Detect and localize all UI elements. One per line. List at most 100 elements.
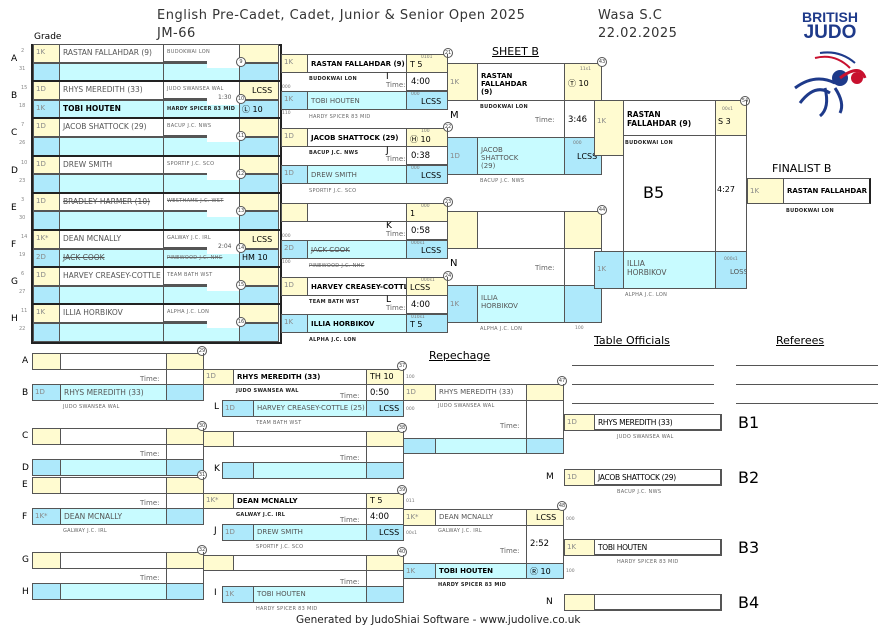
grade-text: 1K* [406,513,419,521]
competitor-name: HARVEY CREASEY-COTTLE (25) [257,404,365,412]
competitor-name-cell[interactable]: JACK COOK [59,248,164,268]
seed-number: 22 [19,326,26,333]
pool-row-label: D [11,165,18,176]
competitor-name-cell[interactable]: RASTAN FALLAHDAR (9) [307,54,407,73]
competitor-name-cell[interactable]: JACOB SHATTOCK (29) [477,137,565,175]
competitor-name-cell[interactable]: DEAN MCNALLY [59,230,164,249]
competitor-name-cell[interactable] [59,62,164,82]
competitor-name-cell[interactable]: TOBI HOUTEN [253,586,367,603]
competitor-name-cell[interactable]: JACOB SHATTOCK (29) [594,469,722,486]
competitor-name-cell[interactable]: TOBI HOUTEN [594,539,722,556]
score-code: 011 [406,499,415,504]
competitor-name-cell[interactable] [59,285,164,305]
score-code: 0101 [421,55,433,60]
score-text: LCSS [421,97,442,106]
competitor-name-cell[interactable]: JACOB SHATTOCK (29) [307,128,407,147]
competitor-name-cell[interactable]: RHYS MEREDITH (33) [60,384,167,401]
connector-line [163,321,207,323]
competitor-name-cell[interactable]: DEAN MCNALLY [435,509,527,526]
competitor-name-cell[interactable]: DEAN MCNALLY [233,493,367,509]
club-text: ALPHA J.C. LON [167,309,210,316]
club-text: BACUP J.C. NWS [309,150,359,156]
competitor-name-cell[interactable]: HARVEY CREASEY-COTTLE (25) [253,400,367,417]
semi-name2[interactable]: ILLIA HORBIKOV [623,251,716,289]
grade-cell: 1D [564,469,595,486]
competitor-name-cell[interactable]: RHYS MEREDITH (33) [435,384,527,401]
competitor-name-cell[interactable] [59,174,164,193]
competitor-name-cell[interactable]: DREW SMITH [59,155,164,175]
competitor-name-cell[interactable]: RHYS MEREDITH (33) [59,81,164,100]
competitor-name-cell[interactable]: HARVEY CREASEY-COTTLE (25) [307,277,407,296]
grade-cell: 1D [403,384,436,401]
official-line[interactable] [572,403,714,404]
grade-text: 2D [284,244,294,252]
competitor-name-cell[interactable] [60,552,167,569]
competitor-name-cell[interactable] [253,462,367,479]
competitor-name-cell[interactable]: RASTAN FALLAHDAR (9) [59,44,164,63]
time-cell [366,446,404,463]
competitor-name-cell[interactable] [60,583,167,600]
pool-row-label: C [11,128,18,139]
competitor-name-cell[interactable]: TOBI HOUTEN [59,99,164,119]
club-text: HARDY SPICER 83 MID [167,105,236,112]
competitor-name-cell[interactable] [307,203,407,222]
semi-score2: 000s1 LOSS [715,251,747,289]
grade-cell: 1D [447,137,478,175]
competitor-name-cell[interactable] [594,594,722,611]
finalist-name[interactable]: RASTAN FALLAHDAR (9) [783,178,871,204]
competitor-name-cell[interactable]: ILLIA HORBIKOV [59,304,164,323]
grade-text: 1D [406,388,416,396]
score-code: 00s1 [406,531,417,536]
finalist-club: BUDOKWAI LON [786,208,834,214]
competitor-name-cell[interactable]: TOBI HOUTEN [307,91,407,110]
competitor-name-cell[interactable] [233,555,367,571]
match-number: 37 [397,361,407,371]
category-label: JM-66 [157,26,196,41]
competitor-name: DEAN MCNALLY [64,512,123,521]
competitor-name-cell[interactable] [477,211,565,249]
competitor-name-cell[interactable] [60,477,167,494]
competitor-name-cell[interactable]: JACK COOK [307,240,407,259]
match-letter: K [214,464,220,474]
score-cell: T 5 [366,493,404,509]
official-line[interactable] [572,384,714,385]
grade-cell [203,555,234,571]
competitor-name-cell[interactable]: RHYS MEREDITH (33) [594,414,722,431]
competitor-name-cell[interactable]: RHYS MEREDITH (33) [233,369,367,385]
official-line[interactable] [572,365,714,366]
referee-line[interactable] [736,384,878,385]
grade-cell: 1D [281,277,308,296]
competitor-name-cell[interactable] [60,459,167,476]
referee-line[interactable] [736,403,878,404]
competitor-name-cell[interactable]: TOBI HOUTEN [435,563,527,579]
club-text: BACUP J.C. NWS [167,123,212,130]
competitor-name-cell[interactable] [59,137,164,156]
judo-figure-icon [794,51,867,118]
competitor-name-cell[interactable]: ILLIA HORBIKOV [477,285,565,323]
competitor-name-cell[interactable]: HARVEY CREASEY-COTTLE (25) [59,267,164,286]
grade-cell [33,211,60,230]
competitor-name-cell[interactable]: BRADLEY HARMER (10) [59,192,164,212]
competitor-name-cell[interactable]: ILLIA HORBIKOV [307,314,407,333]
competitor-name: RHYS MEREDITH (33) [598,418,673,427]
grade-text: 1D [206,372,216,380]
competitor-name-cell[interactable] [59,323,164,342]
competitor-name-cell[interactable] [233,431,367,447]
referee-line[interactable] [736,365,878,366]
grade-text: 1D [284,132,294,140]
competitor-name-cell[interactable] [435,438,527,454]
competitor-name-cell[interactable] [60,353,167,370]
match-letter: I [386,72,389,82]
competitor-name-cell[interactable]: JACOB SHATTOCK (29) [59,118,164,137]
competitor-name-cell[interactable]: DEAN MCNALLY [60,508,167,525]
competitor-name-cell[interactable]: RASTAN FALLAHDAR (9) [477,63,565,101]
time-cell: 4:00 [406,295,448,314]
competitor-name-cell[interactable] [60,428,167,445]
semi-name1[interactable]: RASTAN FALLAHDAR (9) [623,100,716,136]
competitor-name-cell[interactable]: DREW SMITH [253,524,367,541]
score-text: LCSS [421,246,442,255]
club-text: GALWAY J.C. IRL [63,528,107,534]
competitor-name-cell[interactable]: DREW SMITH [307,165,407,184]
competitor-name-cell[interactable] [59,211,164,230]
